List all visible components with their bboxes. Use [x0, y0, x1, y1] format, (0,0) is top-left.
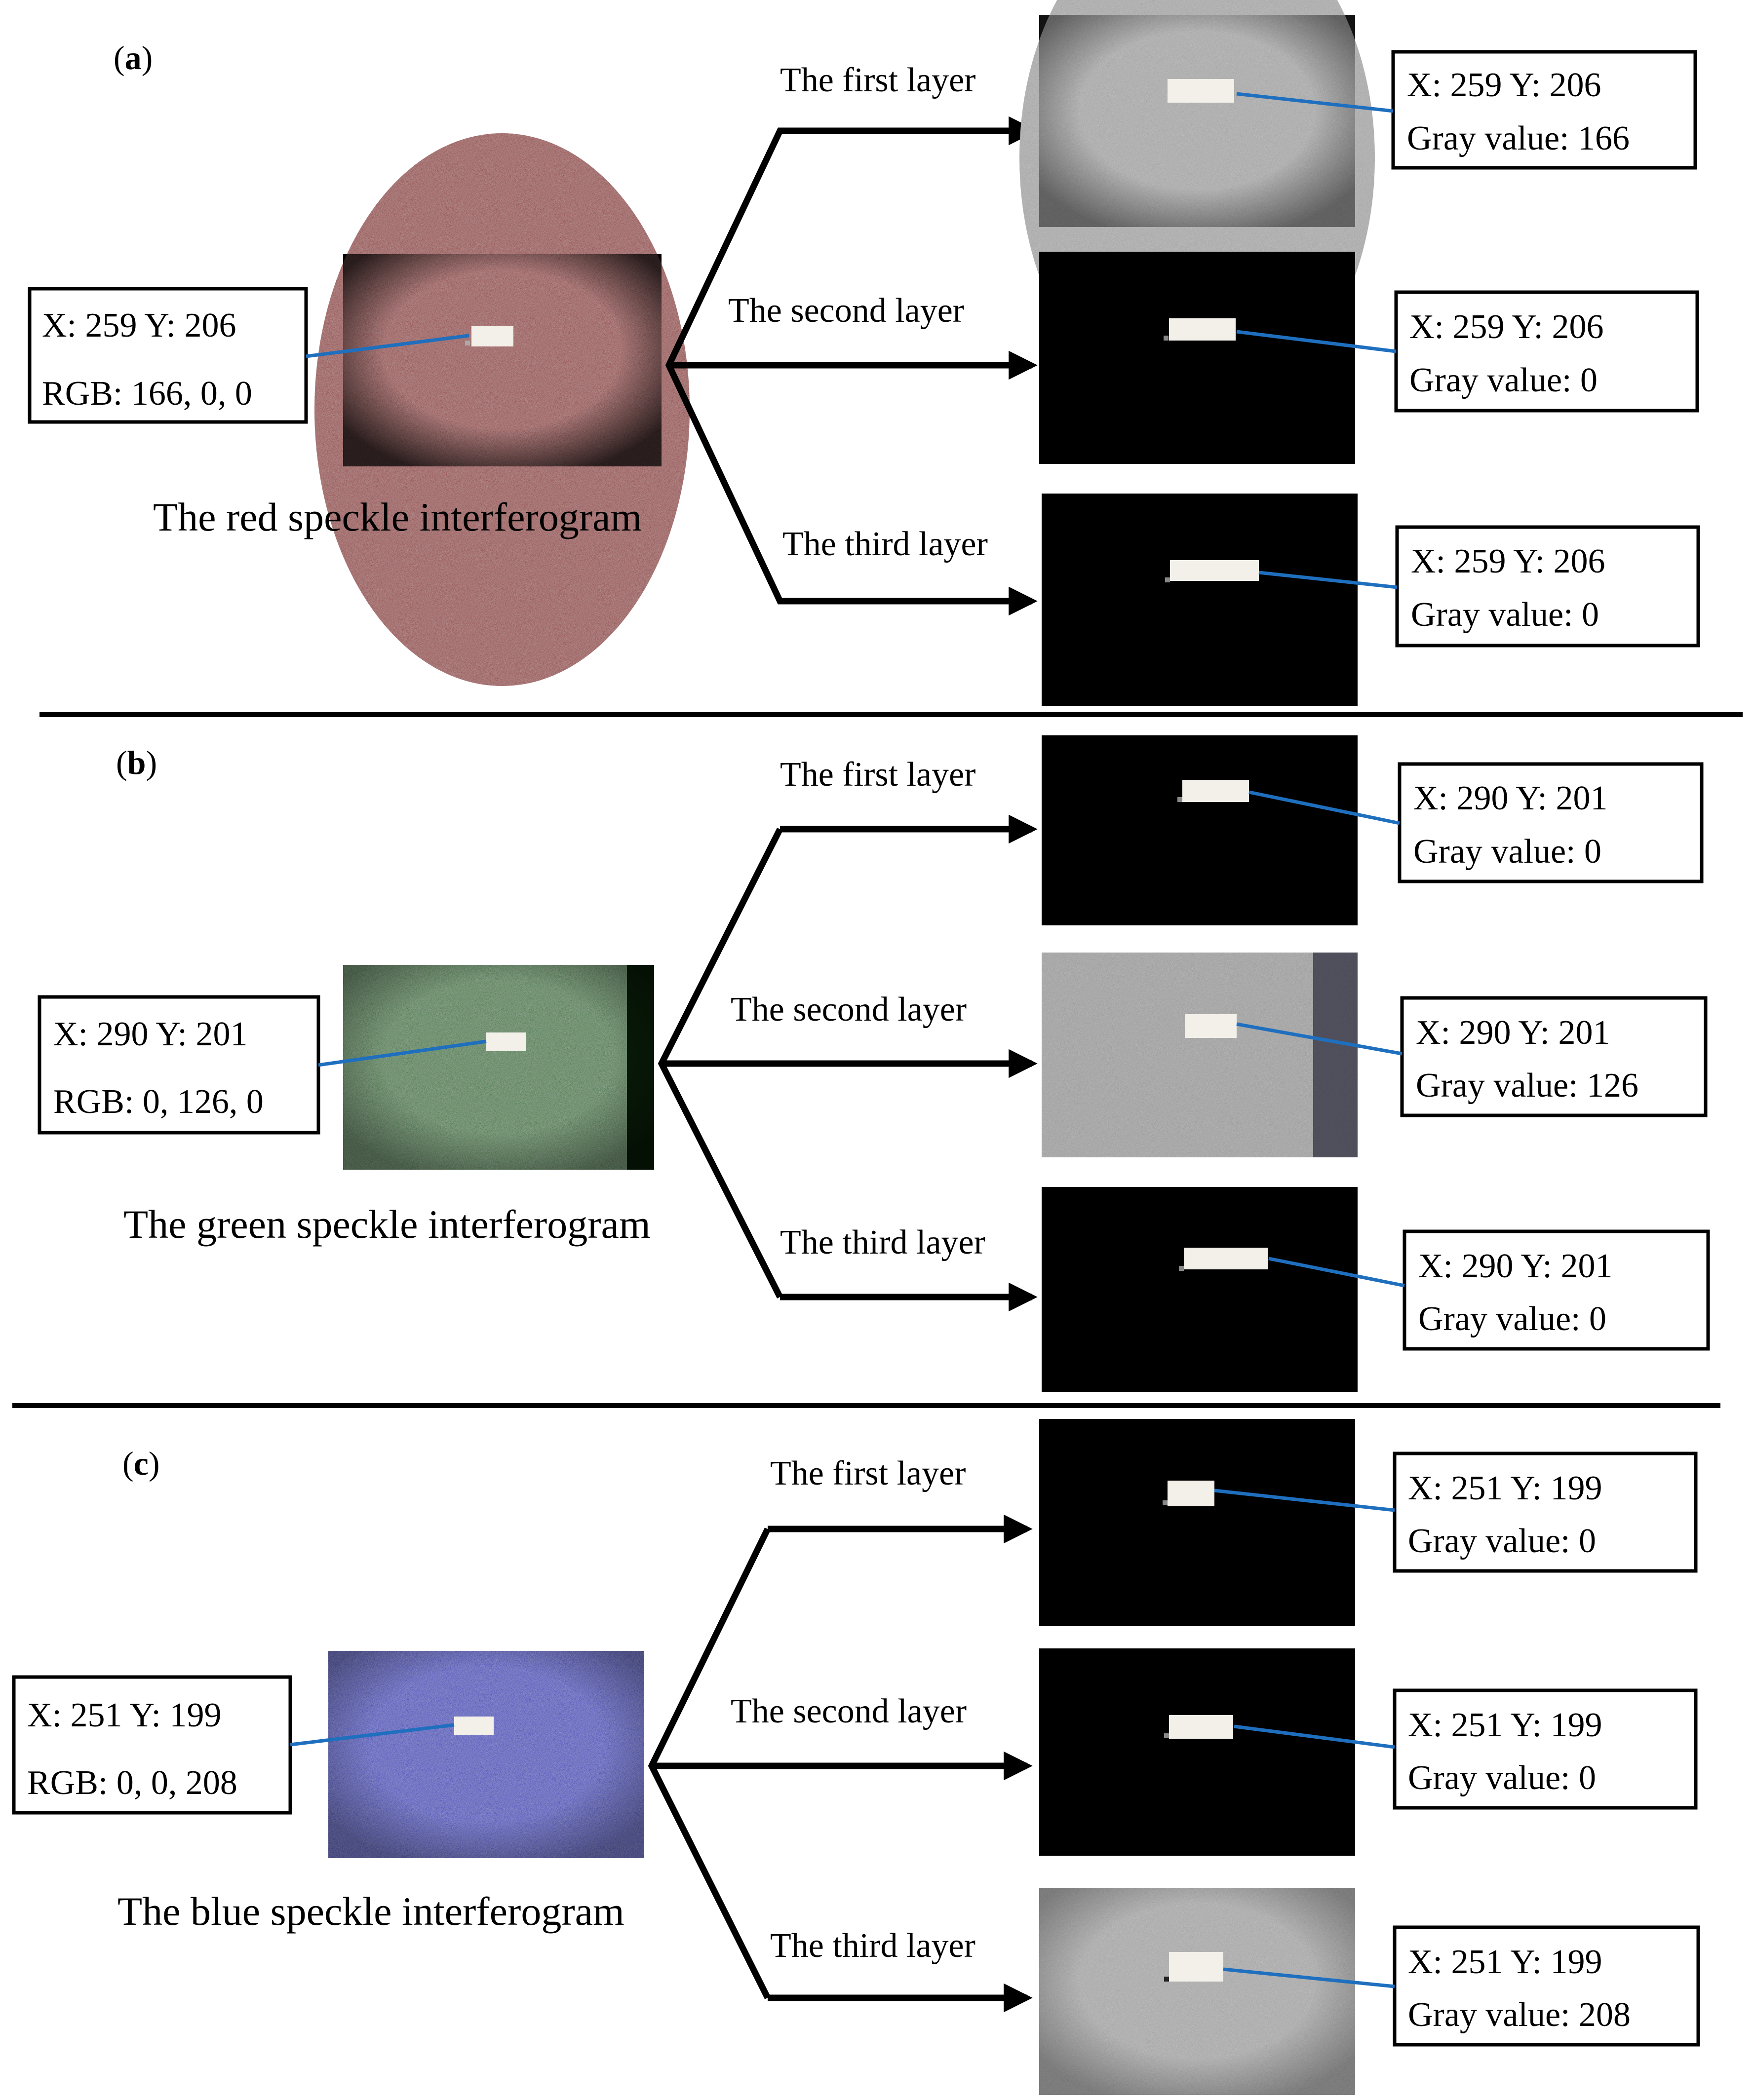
layer-label-third: The third layer: [782, 525, 988, 563]
layer-label-first: The first layer: [780, 756, 975, 794]
pixel-readout-tag: [486, 1032, 526, 1051]
second-layer-info-box: X: 259 Y: 206 Gray value: 0: [1394, 290, 1699, 413]
panel-label-b: (b): [116, 744, 157, 781]
leader-line: [1248, 790, 1400, 825]
layer-label-first: The first layer: [780, 61, 975, 99]
leader-line: [306, 334, 469, 358]
source-rgb: RGB: 166, 0, 0: [42, 375, 252, 413]
leader-line: [1236, 92, 1394, 113]
pixel-readout-tag: [471, 326, 513, 346]
leader-line: [318, 1039, 487, 1067]
leader-line: [1234, 1724, 1395, 1749]
layer-label-second: The second layer: [728, 292, 964, 330]
second-layer-image: [1042, 953, 1358, 1157]
layer-gray-value: Gray value: 208: [1408, 1996, 1631, 2034]
green-speckle-interferogram-image: [343, 965, 654, 1170]
third-layer-image: [1042, 1187, 1358, 1392]
source-info-box: X: 259 Y: 206 RGB: 166, 0, 0: [28, 287, 308, 424]
layer-coordinates: X: 259 Y: 206: [1409, 308, 1603, 346]
first-layer-info-box: X: 251 Y: 199 Gray value: 0: [1393, 1451, 1698, 1573]
source-coordinates: X: 259 Y: 206: [42, 306, 236, 344]
panel-label-c: (c): [122, 1445, 160, 1482]
leader-line: [1236, 1022, 1403, 1056]
layer-coordinates: X: 251 Y: 199: [1408, 1706, 1602, 1744]
layer-gray-value: Gray value: 0: [1408, 1759, 1596, 1797]
leader-line: [1236, 330, 1397, 353]
layer-gray-value: Gray value: 0: [1409, 361, 1598, 399]
source-rgb: RGB: 0, 0, 208: [27, 1764, 237, 1802]
layer-gray-value: Gray value: 0: [1408, 1522, 1596, 1560]
third-layer-image: [1039, 1888, 1355, 2095]
pixel-readout-tag: [454, 1717, 494, 1735]
second-layer-info-box: X: 290 Y: 201 Gray value: 126: [1400, 996, 1708, 1117]
layer-gray-value: Gray value: 126: [1416, 1067, 1638, 1105]
layer-coordinates: X: 259 Y: 206: [1407, 66, 1601, 104]
layer-label-third: The third layer: [770, 1927, 975, 1965]
layer-label-second: The second layer: [731, 991, 967, 1029]
third-layer-info-box: X: 290 Y: 201 Gray value: 0: [1403, 1229, 1710, 1351]
panel-a: (a) X: 259 Y: 206 RGB: 166, 0, 0 The red…: [28, 0, 1700, 706]
interferogram-caption: The green speckle interferogram: [123, 1202, 651, 1247]
layer-gray-value: Gray value: 0: [1413, 833, 1601, 871]
first-layer-image: [1042, 735, 1358, 925]
blue-speckle-interferogram-image: [328, 1651, 644, 1858]
layer-arrows: [665, 116, 1038, 616]
layer-arrows: [648, 1514, 1033, 2013]
third-layer-image: [1042, 494, 1358, 706]
panel-c: (c) X: 251 Y: 199 RGB: 0, 0, 208 The blu…: [12, 1419, 1700, 2095]
third-layer-info-box: X: 251 Y: 199 Gray value: 208: [1393, 1925, 1700, 2047]
source-rgb: RGB: 0, 126, 0: [53, 1083, 264, 1121]
third-layer-info-box: X: 259 Y: 206 Gray value: 0: [1395, 525, 1700, 648]
first-layer-info-box: X: 259 Y: 206 Gray value: 166: [1391, 50, 1697, 170]
leader-line: [1258, 571, 1398, 589]
layer-gray-value: Gray value: 0: [1418, 1300, 1606, 1338]
second-layer-image: [1039, 252, 1355, 464]
panel-label-a: (a): [114, 39, 153, 76]
layer-coordinates: X: 290 Y: 201: [1413, 779, 1607, 817]
panel-b: (b) X: 290 Y: 201 RGB: 0, 126, 0 The gre…: [38, 735, 1710, 1392]
layer-coordinates: X: 259 Y: 206: [1411, 542, 1605, 580]
source-coordinates: X: 290 Y: 201: [53, 1015, 247, 1053]
leader-line: [1214, 1489, 1395, 1512]
leader-line: [1223, 1967, 1395, 1988]
source-info-box: X: 290 Y: 201 RGB: 0, 126, 0: [38, 995, 320, 1135]
layer-label-first: The first layer: [770, 1454, 966, 1492]
layer-gray-value: Gray value: 166: [1407, 119, 1630, 157]
layer-arrows: [658, 814, 1038, 1312]
leader-line: [290, 1723, 455, 1747]
second-layer-info-box: X: 251 Y: 199 Gray value: 0: [1393, 1688, 1698, 1810]
leader-line: [1268, 1257, 1405, 1288]
interferogram-caption: The blue speckle interferogram: [117, 1889, 624, 1934]
layer-label-second: The second layer: [731, 1692, 967, 1730]
first-layer-info-box: X: 290 Y: 201 Gray value: 0: [1398, 762, 1704, 883]
layer-coordinates: X: 290 Y: 201: [1418, 1247, 1612, 1285]
layer-coordinates: X: 251 Y: 199: [1408, 1943, 1602, 1981]
source-info-box: X: 251 Y: 199 RGB: 0, 0, 208: [12, 1675, 292, 1815]
red-speckle-interferogram-image: [314, 133, 690, 686]
layer-gray-value: Gray value: 0: [1411, 596, 1599, 634]
layer-coordinates: X: 251 Y: 199: [1408, 1469, 1602, 1507]
layer-label-third: The third layer: [780, 1223, 985, 1261]
source-coordinates: X: 251 Y: 199: [27, 1696, 221, 1734]
interferogram-caption: The red speckle interferogram: [153, 495, 642, 539]
second-layer-image: [1039, 1648, 1355, 1856]
layer-coordinates: X: 290 Y: 201: [1416, 1014, 1610, 1052]
first-layer-image: [1039, 1419, 1355, 1626]
